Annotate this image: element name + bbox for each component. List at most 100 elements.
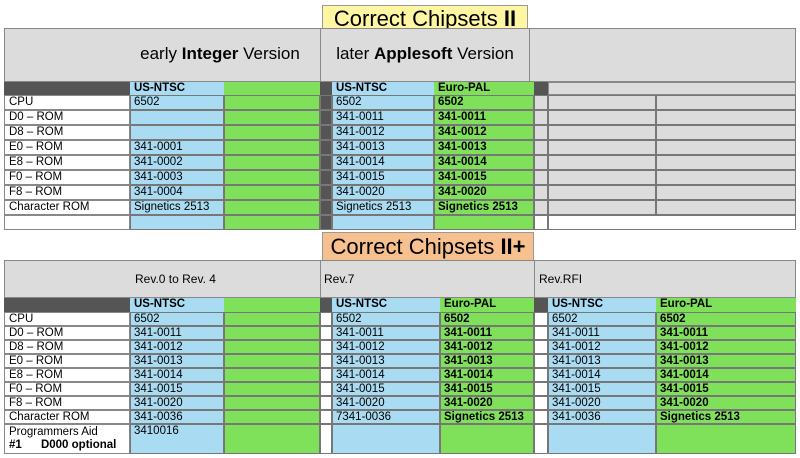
t1-app-us-cell: 341-0012 — [332, 125, 434, 140]
t2-r7-eu-cell: 341-0012 — [440, 340, 534, 354]
t2-r7-us-cell: 341-0014 — [332, 368, 440, 382]
t2-rf-eu-cell: 341-0011 — [656, 326, 796, 340]
t1-int-eu-header — [224, 82, 320, 95]
t2-rf-us-cell: 341-0013 — [548, 354, 656, 368]
t2-r7-eu-cell: 341-0014 — [440, 368, 534, 382]
t1-int-us-cell: 341-0003 — [130, 170, 224, 185]
t1-int-eu-cell — [224, 200, 320, 215]
t1-int-us-header: US-NTSC — [130, 82, 224, 95]
t2-rf-us-cell: 6502 — [548, 312, 656, 326]
t2-row-label: D8 – ROM — [4, 340, 130, 354]
t2-r7-eu-cell: 6502 — [440, 312, 534, 326]
t2-r7-us-cell: 6502 — [332, 312, 440, 326]
t1-int-eu-cell — [224, 125, 320, 140]
programmers-aid-label: Programmers Aid#1 D000 optional — [4, 424, 130, 454]
t2-r0-eu-cell — [224, 410, 320, 424]
t2-r7-eu-cell: 341-0011 — [440, 326, 534, 340]
t1-app-eu-cell: 341-0011 — [434, 110, 534, 125]
rev0-heading: Rev.0 to Rev. 4 — [135, 272, 216, 286]
t2-r0-eu-cell — [224, 326, 320, 340]
t2-r0-eu-cell — [224, 396, 320, 410]
t1-int-eu-cell — [224, 140, 320, 155]
t1-int-eu-cell — [224, 95, 320, 110]
t2-rf-eu-cell: Signetics 2513 — [656, 410, 796, 424]
t2-r0-us-cell: 341-0011 — [130, 326, 224, 340]
t2-row-label: Character ROM — [4, 410, 130, 424]
t1-app-us-cell: 341-0014 — [332, 155, 434, 170]
t2-r7-eu-cell: 341-0013 — [440, 354, 534, 368]
t2-row-label: E8 – ROM — [4, 368, 130, 382]
t2-rf-us-cell: 341-0014 — [548, 368, 656, 382]
t1-app-eu-cell: Signetics 2513 — [434, 200, 534, 215]
t1-row-label: D0 – ROM — [4, 110, 130, 125]
t2-r7-us-cell: 341-0013 — [332, 354, 440, 368]
t1-label-header — [4, 82, 130, 95]
t2-rf-eu-cell: 341-0013 — [656, 354, 796, 368]
revrfi-heading: Rev.RFI — [539, 272, 583, 286]
t2-r0-us-cell: 341-0014 — [130, 368, 224, 382]
t1-int-eu-cell — [224, 110, 320, 125]
table1-header-band — [4, 28, 796, 82]
t2-rf-us-cell: 341-0012 — [548, 340, 656, 354]
t1-int-us-cell: 341-0002 — [130, 155, 224, 170]
t2-rf-us-cell: 341-0020 — [548, 396, 656, 410]
t2-r0-eu-cell — [224, 354, 320, 368]
t2-r7-eu-cell: 341-0015 — [440, 382, 534, 396]
t1-app-eu-cell: 341-0020 — [434, 185, 534, 200]
t1-app-us-cell: 6502 — [332, 95, 434, 110]
t1-app-us-cell: Signetics 2513 — [332, 200, 434, 215]
t2-rf-eu-header: Euro-PAL — [656, 298, 796, 312]
t2-r0-us-cell: 341-0013 — [130, 354, 224, 368]
t1-row-label: D8 – ROM — [4, 125, 130, 140]
t1-app-eu-cell: 341-0014 — [434, 155, 534, 170]
t2-r7-eu-cell: 341-0020 — [440, 396, 534, 410]
t1-int-us-cell: 6502 — [130, 95, 224, 110]
t1-row-label: F8 – ROM — [4, 185, 130, 200]
t2-r7-us-cell: 7341-0036 — [332, 410, 440, 424]
rev7-heading: Rev.7 — [324, 272, 355, 286]
t1-app-eu-cell: 341-0013 — [434, 140, 534, 155]
t1-int-eu-cell — [224, 185, 320, 200]
t1-row-label: CPU — [4, 95, 130, 110]
t2-r7-us-cell: 341-0020 — [332, 396, 440, 410]
t1-app-us-header: US-NTSC — [332, 82, 434, 95]
table2-title: Correct Chipsets II+ — [322, 232, 534, 262]
t2-row-label: CPU — [4, 312, 130, 326]
t2-r0-eu-cell — [224, 312, 320, 326]
t2-row-label: D0 – ROM — [4, 326, 130, 340]
t2-r0-us-cell: 6502 — [130, 312, 224, 326]
t1-int-us-cell — [130, 125, 224, 140]
t1-row-label: F0 – ROM — [4, 170, 130, 185]
t2-row-label: F8 – ROM — [4, 396, 130, 410]
t2-r0-us-cell: 341-0012 — [130, 340, 224, 354]
t2-rf-eu-cell: 6502 — [656, 312, 796, 326]
t2-row-label: F0 – ROM — [4, 382, 130, 396]
t1-int-us-cell: 341-0001 — [130, 140, 224, 155]
t2-rf-us-cell: 341-0036 — [548, 410, 656, 424]
t2-r0-eu-cell — [224, 340, 320, 354]
t1-row-label: Character ROM — [4, 200, 130, 215]
early-integer-heading: early Integer Version — [140, 44, 300, 63]
t1-int-us-cell — [130, 110, 224, 125]
t2-rf-us-header: US-NTSC — [548, 298, 656, 312]
t1-int-us-cell: Signetics 2513 — [130, 200, 224, 215]
t2-r7-eu-cell: Signetics 2513 — [440, 410, 534, 424]
t2-r0-eu-cell — [224, 382, 320, 396]
t2-rf-eu-cell: 341-0015 — [656, 382, 796, 396]
t1-app-us-cell: 341-0013 — [332, 140, 434, 155]
t1-app-eu-cell: 6502 — [434, 95, 534, 110]
t1-int-eu-cell — [224, 170, 320, 185]
t1-app-us-cell: 341-0011 — [332, 110, 434, 125]
t2-rf-us-cell: 341-0011 — [548, 326, 656, 340]
t2-r0-us-cell: 341-0036 — [130, 410, 224, 424]
t2-r7-us-header: US-NTSC — [332, 298, 440, 312]
t2-r0-us-header: US-NTSC — [130, 298, 224, 312]
t1-row-label: E8 – ROM — [4, 155, 130, 170]
t2-r0-us-cell: 341-0020 — [130, 396, 224, 410]
t1-app-eu-cell: 341-0015 — [434, 170, 534, 185]
t2-r0-eu-cell — [224, 368, 320, 382]
t1-app-eu-cell: 341-0012 — [434, 125, 534, 140]
t1-app-us-cell: 341-0015 — [332, 170, 434, 185]
programmers-aid-value: 3410016 — [130, 424, 224, 454]
t2-rf-eu-cell: 341-0020 — [656, 396, 796, 410]
